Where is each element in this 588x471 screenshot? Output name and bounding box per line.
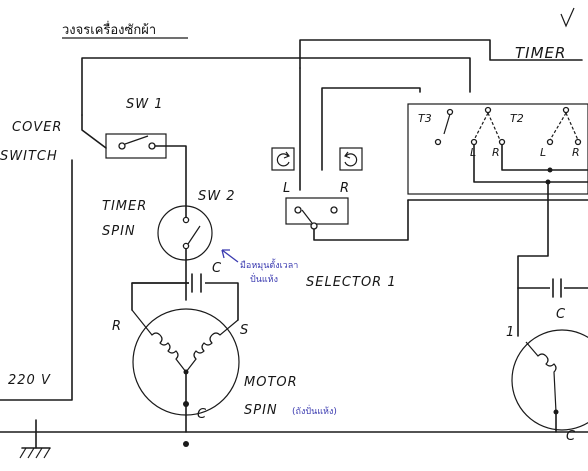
timer-t1-contact-r (498, 138, 506, 146)
selector-terminal-common (310, 222, 318, 230)
timer-t2-contact-l (546, 138, 554, 146)
cover-switch-label-2: SWITCH (0, 149, 58, 164)
rotate-ccw-icon (271, 147, 295, 171)
timer-spin-dial (157, 205, 213, 261)
motor-spin-label-2: SPIN (244, 403, 278, 418)
note-arrow-head (221, 249, 230, 259)
sw2-label: SW 2 (198, 189, 236, 204)
timer-r2-label: R (572, 146, 580, 159)
wire-timer-r1-out (501, 144, 588, 171)
wire-selector-out (313, 199, 409, 241)
handwritten-note-1: มือหมุนตั้งเวลา (240, 258, 298, 271)
check-mark-icon (560, 7, 575, 28)
note-arrow (221, 249, 239, 263)
selector-label: SELECTOR 1 (306, 275, 397, 290)
timer-t3-label: T3 (418, 112, 432, 125)
rotate-cw-icon (339, 147, 363, 171)
selector-terminal-r (330, 206, 338, 214)
timer-label: TIMER (515, 44, 566, 62)
wire-upper-bracket (299, 39, 583, 69)
timer-t3-pivot (446, 108, 454, 116)
timer-l2-label: L (540, 146, 546, 159)
timer-t2-pivot (562, 106, 570, 114)
wire-sw1-to-timer-spin (154, 145, 187, 221)
handwritten-note-2: ปั่นแห้ง (250, 272, 278, 285)
timer-spin-label-1: TIMER (102, 199, 147, 214)
selector-r-label: R (340, 181, 350, 196)
timer-t1-pivot (484, 106, 492, 114)
timer-spin-label-2: SPIN (102, 224, 136, 239)
voltage-label: 220 V (8, 373, 51, 388)
motor-c-label: C (197, 407, 207, 422)
sw1-terminal-right (148, 142, 156, 150)
motor-c-terminal (183, 401, 189, 407)
wire-cover-switch-in (81, 114, 107, 149)
wash-motor-winding (525, 341, 557, 413)
sw1-terminal-left (118, 142, 126, 150)
timer-l1-label: L (470, 146, 476, 159)
wire-capacitor-branch (131, 282, 239, 321)
selector-terminal-l (294, 206, 302, 214)
sw1-label: SW 1 (126, 97, 164, 112)
motor-winding-r (131, 309, 187, 373)
diagram-title: วงจรเครื่องซักผ้า (62, 21, 156, 38)
capacitor-label-left: C (212, 261, 222, 276)
timer-t2-arm-l (549, 112, 567, 141)
motor-bottom-node (183, 441, 189, 447)
wire-left-vertical (0, 159, 73, 401)
wire-top-bus (81, 57, 471, 116)
right-motor-c-label: C (566, 429, 576, 444)
motor-s-label: S (240, 323, 249, 338)
right-motor-1-label: 1 (506, 325, 515, 340)
timer-r1-label: R (492, 146, 500, 159)
motor-r-label: R (112, 319, 122, 334)
sw1-contact-arm (124, 135, 149, 145)
wire-selector-r-feed (321, 87, 421, 171)
motor-spin-label-1: MOTOR (244, 375, 298, 390)
timer-t1-arm-l (473, 112, 489, 141)
selector-contact-arm (301, 209, 313, 224)
timer-spin-terminal-bottom (182, 242, 190, 250)
timer-t3-contact (434, 138, 442, 146)
cover-switch-label-1: COVER (12, 120, 62, 135)
timer-spin-terminal-top (182, 216, 190, 224)
ground-icon (19, 419, 51, 459)
selector-l-label: L (283, 181, 291, 196)
timer-t1-arm-r (487, 112, 501, 141)
timer-t3-arm (443, 113, 451, 135)
wash-motor-body (511, 329, 588, 431)
motor-winding-s (185, 319, 239, 373)
timer-contact-block (407, 103, 588, 195)
capacitor-label-right: C (556, 307, 566, 322)
timer-t2-contact-r (574, 138, 582, 146)
timer-node-upper (547, 167, 553, 173)
timer-t1-contact-l (470, 138, 478, 146)
wire-timer-to-wash-motor (517, 181, 549, 289)
timer-t2-arm-r (565, 112, 579, 141)
timer-t2-label: T2 (510, 112, 524, 125)
motor-spin-note: (ถังปั่นแห้ง) (292, 404, 337, 417)
right-cap-gap (550, 277, 564, 299)
timer-spin-contact-arm (187, 225, 201, 245)
